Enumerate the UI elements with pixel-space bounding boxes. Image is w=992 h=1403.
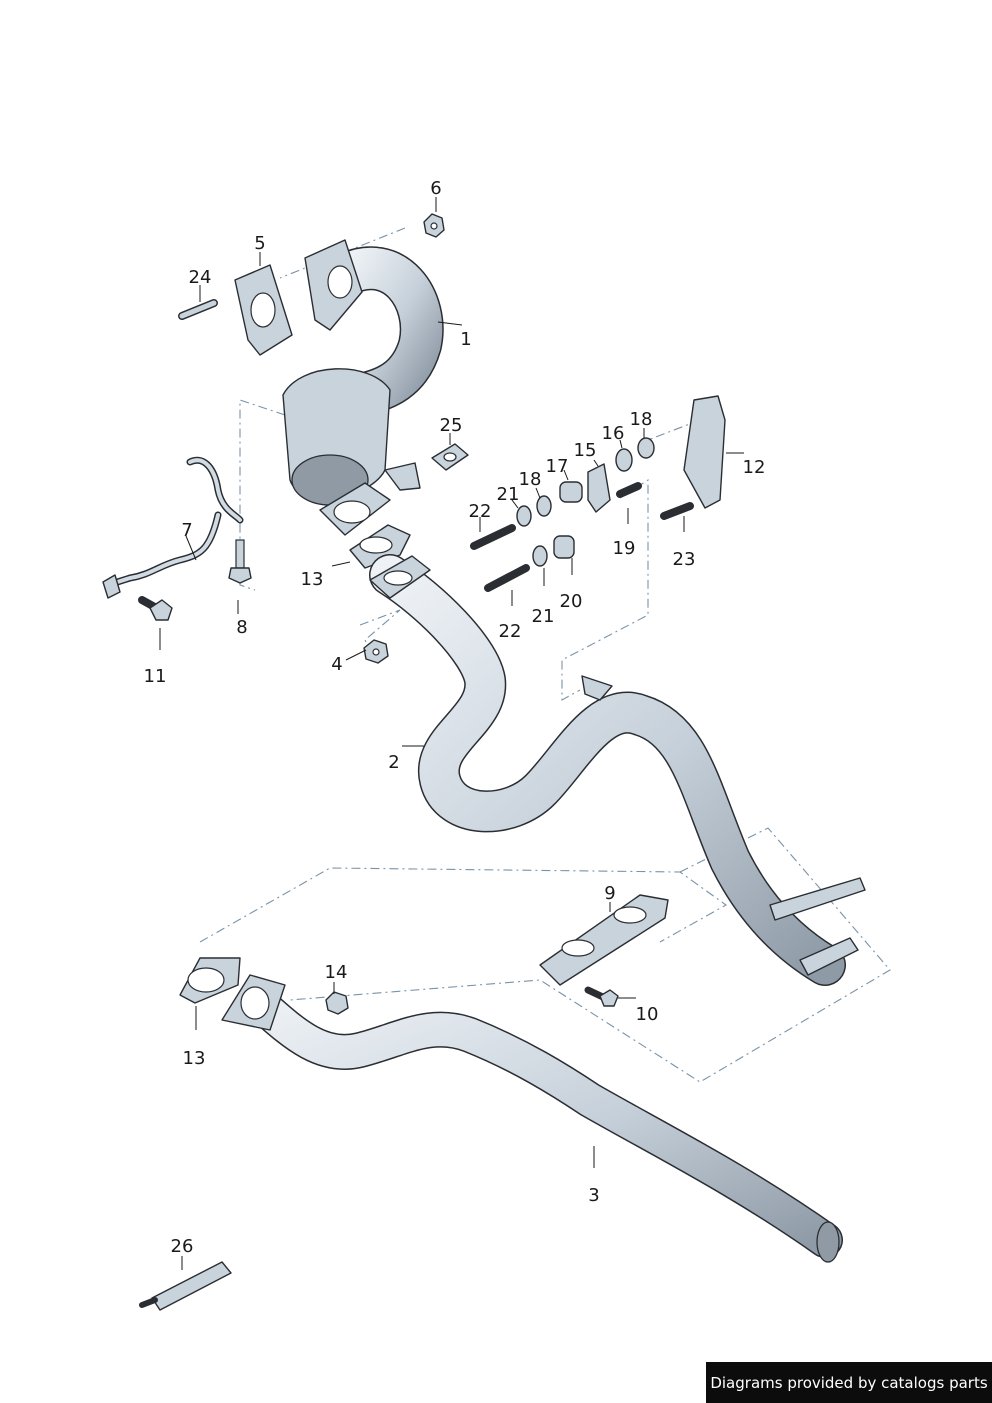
footer-banner-text: Diagrams provided by catalogs parts: [710, 1373, 988, 1392]
callout-12: 12: [743, 457, 766, 478]
bolt-part-22-upper: [470, 524, 516, 550]
callout-23: 23: [673, 549, 696, 570]
callout-20: 20: [560, 591, 583, 612]
callout-7: 7: [181, 520, 192, 541]
leader-lines: [159, 197, 744, 1270]
front-pipe-part-2: [369, 554, 866, 986]
sealant-tube-part-26: [139, 1261, 232, 1311]
washer-part-16: [615, 448, 633, 472]
callout-21-lower: 21: [532, 606, 555, 627]
callout-4: 4: [331, 654, 342, 675]
washer-part-21-lower: [532, 545, 548, 567]
gasket-part-13-upper: [349, 524, 411, 569]
bolt-part-19: [616, 482, 642, 498]
callout-11: 11: [144, 666, 167, 687]
footer-banner: Diagrams provided by catalogs parts: [706, 1362, 992, 1403]
rear-pipe-part-3: [221, 974, 843, 1263]
callout-14: 14: [325, 962, 348, 983]
callout-25: 25: [440, 415, 463, 436]
gasket-part-5: [234, 264, 293, 356]
catalytic-converter-downpipe: [282, 239, 444, 536]
callout-6: 6: [430, 178, 441, 199]
nut-part-4: [363, 639, 389, 664]
callout-15: 15: [574, 440, 597, 461]
callout-16: 16: [602, 423, 625, 444]
nut-part-6: [423, 213, 445, 238]
washer-part-18-lower: [536, 495, 552, 517]
callout-3: 3: [588, 1185, 599, 1206]
bolt-part-8: [228, 539, 252, 584]
callout-9: 9: [604, 883, 615, 904]
bolt-part-22-lower: [484, 564, 530, 592]
hardware-group: [470, 395, 726, 592]
callout-22-lower: 22: [499, 621, 522, 642]
assembly-guide-lines: [199, 227, 891, 1083]
callout-1: 1: [460, 329, 471, 350]
callout-17: 17: [546, 456, 569, 477]
washer-part-21-upper: [516, 505, 532, 527]
callout-19: 19: [613, 538, 636, 559]
bolt-part-11: [138, 596, 173, 621]
callout-5: 5: [254, 233, 265, 254]
callout-13-lower: 13: [183, 1048, 206, 1069]
callout-24: 24: [189, 267, 212, 288]
callout-8: 8: [236, 617, 247, 638]
callout-21-upper: 21: [497, 484, 520, 505]
gasket-part-13-lower: [179, 957, 241, 1004]
callout-10: 10: [636, 1004, 659, 1025]
gasket-part-25: [431, 443, 469, 471]
nut-part-14: [325, 991, 349, 1015]
bracket-part-15: [587, 463, 611, 513]
stud-part-24: [178, 299, 218, 320]
callout-26: 26: [171, 1236, 194, 1257]
callout-18-upper: 18: [630, 409, 653, 430]
callout-2: 2: [388, 752, 399, 773]
washer-part-18-upper: [637, 437, 655, 459]
bolt-part-10: [584, 986, 619, 1007]
bolt-part-23: [660, 502, 694, 520]
callout-numbers: 1 2 3 4 5 6 7 8 9 10 11 12 13 13 14 15 1…: [144, 178, 766, 1257]
bracket-part-7: [102, 456, 244, 599]
sleeve-part-17: [559, 481, 583, 503]
clamp-part-9: [539, 894, 669, 986]
sleeve-part-20: [553, 535, 575, 559]
callout-13-upper: 13: [301, 569, 324, 590]
callout-22-upper: 22: [469, 501, 492, 522]
callout-18-lower: 18: [519, 469, 542, 490]
bracket-part-12: [683, 395, 726, 509]
